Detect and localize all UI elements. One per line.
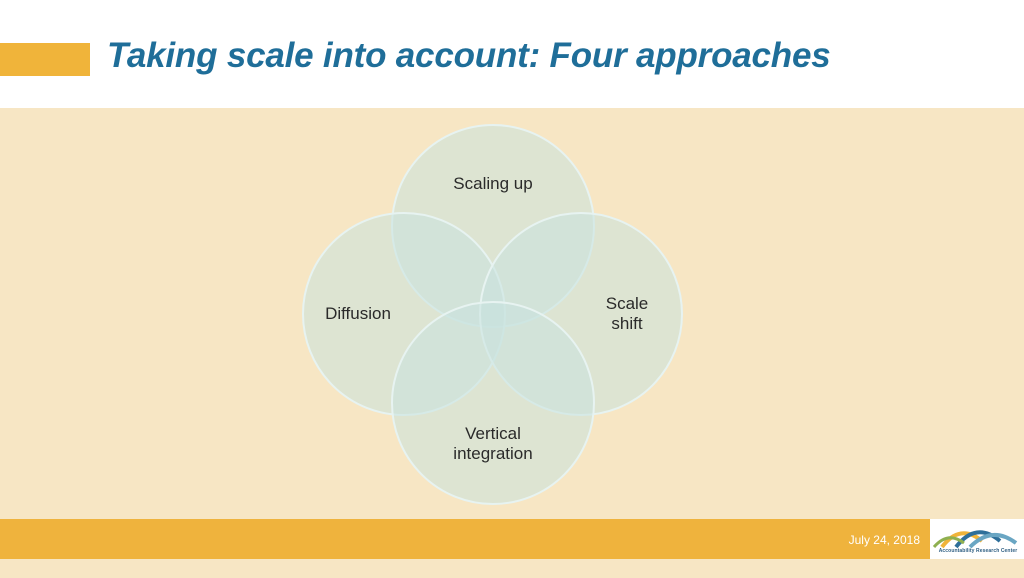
arc-logo-icon: [932, 530, 1018, 549]
venn-label-scale-shift: Scale shift: [605, 294, 649, 333]
accountability-research-center-logo: Accountability Research Center: [930, 519, 1024, 559]
logo-text: Accountability Research Center: [938, 548, 1018, 554]
bottom-strip: [0, 559, 1024, 578]
footer-bar: July 24, 2018: [0, 519, 930, 559]
footer-date: July 24, 2018: [848, 533, 920, 547]
slide-header: Taking scale into account: Four approach…: [0, 0, 1024, 108]
venn-circle-vertical-integration: [391, 301, 595, 505]
slide-title: Taking scale into account: Four approach…: [107, 36, 831, 75]
venn-diagram: [302, 124, 683, 505]
slide-content: Scaling up Diffusion Scale shift Vertica…: [0, 108, 1024, 519]
venn-label-diffusion: Diffusion: [325, 304, 391, 323]
venn-label-scaling-up: Scaling up: [453, 174, 533, 193]
title-accent-bar: [0, 43, 90, 76]
venn-label-vertical-integration: Vertical integration: [453, 424, 533, 463]
